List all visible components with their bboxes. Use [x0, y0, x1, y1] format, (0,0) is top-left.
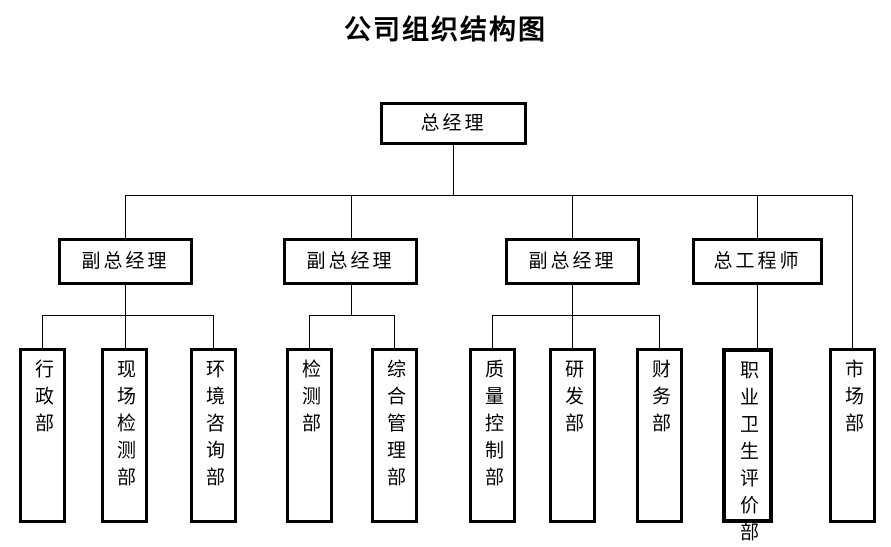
- connector-vgm1-child1: [42, 315, 43, 348]
- connector-vgm1-down: [125, 285, 126, 316]
- node-department-onsite-testing-label: 现场检测部: [114, 359, 136, 494]
- node-deputy-general-manager-1-label: 副总经理: [81, 250, 170, 273]
- connector-vgm3-child2: [572, 315, 573, 348]
- page-title: 公司组织结构图: [344, 15, 547, 46]
- connector-vgm2-bus: [309, 315, 394, 316]
- connector-bus-to-chief-engineer: [757, 195, 758, 238]
- node-chief-engineer[interactable]: 总工程师: [692, 238, 823, 285]
- node-deputy-general-manager-2-label: 副总经理: [306, 250, 395, 273]
- connector-vgm2-child1: [309, 315, 310, 348]
- node-department-general-management-label: 综合管理部: [384, 359, 406, 494]
- node-deputy-general-manager-1[interactable]: 副总经理: [58, 238, 193, 285]
- node-department-environmental-consulting-label: 环境咨询部: [203, 359, 225, 494]
- connector-bus-to-marketing: [852, 195, 853, 348]
- connector-bus-to-vgm3: [572, 195, 573, 238]
- node-general-manager[interactable]: 总经理: [380, 102, 527, 145]
- node-department-marketing-label: 市场部: [842, 359, 864, 440]
- connector-vgm3-down: [572, 285, 573, 316]
- node-department-quality-control[interactable]: 质量控制部: [469, 348, 516, 523]
- node-department-general-management[interactable]: 综合管理部: [371, 348, 418, 523]
- connector-vgm3-child1: [492, 315, 493, 348]
- connector-vgm2-down: [351, 285, 352, 316]
- connector-vgm1-child2: [125, 315, 126, 348]
- node-department-testing[interactable]: 检测部: [286, 348, 333, 523]
- node-department-onsite-testing[interactable]: 现场检测部: [101, 348, 148, 523]
- node-department-environmental-consulting[interactable]: 环境咨询部: [190, 348, 237, 523]
- connector-vgm1-child3: [213, 315, 214, 348]
- connector-level2-bus: [125, 195, 853, 196]
- node-department-testing-label: 检测部: [299, 359, 321, 440]
- node-deputy-general-manager-2[interactable]: 副总经理: [283, 238, 418, 285]
- connector-vgm3-bus: [492, 315, 659, 316]
- node-department-finance[interactable]: 财务部: [636, 348, 683, 523]
- node-department-research-development-label: 研发部: [562, 359, 584, 440]
- node-department-occupational-health-assessment[interactable]: 职业卫生评价部: [722, 348, 773, 547]
- connector-vgm3-child3: [659, 315, 660, 348]
- node-department-quality-control-label: 质量控制部: [482, 359, 504, 494]
- node-deputy-general-manager-3-label: 副总经理: [528, 250, 617, 273]
- connector-root-down: [453, 145, 454, 195]
- node-department-administration-label: 行政部: [32, 359, 54, 440]
- node-department-occupational-health-assessment-label: 职业卫生评价部: [737, 360, 759, 547]
- connector-vgm1-bus: [42, 315, 213, 316]
- node-deputy-general-manager-3[interactable]: 副总经理: [505, 238, 640, 285]
- connector-bus-to-vgm1: [125, 195, 126, 238]
- node-department-marketing[interactable]: 市场部: [829, 348, 876, 523]
- node-department-research-development[interactable]: 研发部: [549, 348, 596, 523]
- connector-chief-engineer-to-occhealth: [757, 285, 758, 348]
- node-chief-engineer-label: 总工程师: [713, 250, 802, 273]
- connector-vgm2-child2: [394, 315, 395, 348]
- node-general-manager-label: 总经理: [420, 112, 487, 135]
- connector-bus-to-vgm2: [351, 195, 352, 238]
- node-department-finance-label: 财务部: [649, 359, 671, 440]
- node-department-administration[interactable]: 行政部: [19, 348, 66, 523]
